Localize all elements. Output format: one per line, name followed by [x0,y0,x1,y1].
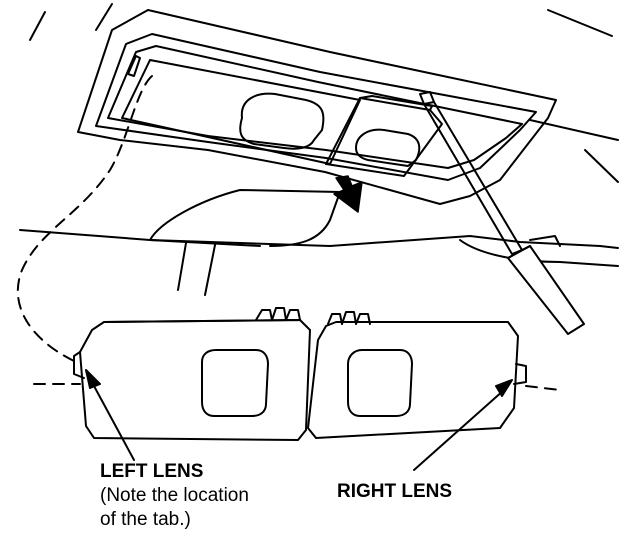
left-lens-note-line1: (Note the location [100,485,249,506]
left-lens-part [73,307,311,441]
right-lens-part [307,311,527,439]
left-lens-label: LEFT LENS [100,461,204,482]
left-lens-note-line2: of the tab.) [100,509,191,530]
console-lower-shape [149,189,341,247]
overhead-console [77,9,557,205]
right-lens-label: RIGHT LENS [337,481,453,502]
alignment-dashed-lines [16,75,561,391]
pointer-arrow-icon [85,369,513,471]
down-arrow-icon [333,175,363,213]
screwdriver-icon [419,91,585,335]
